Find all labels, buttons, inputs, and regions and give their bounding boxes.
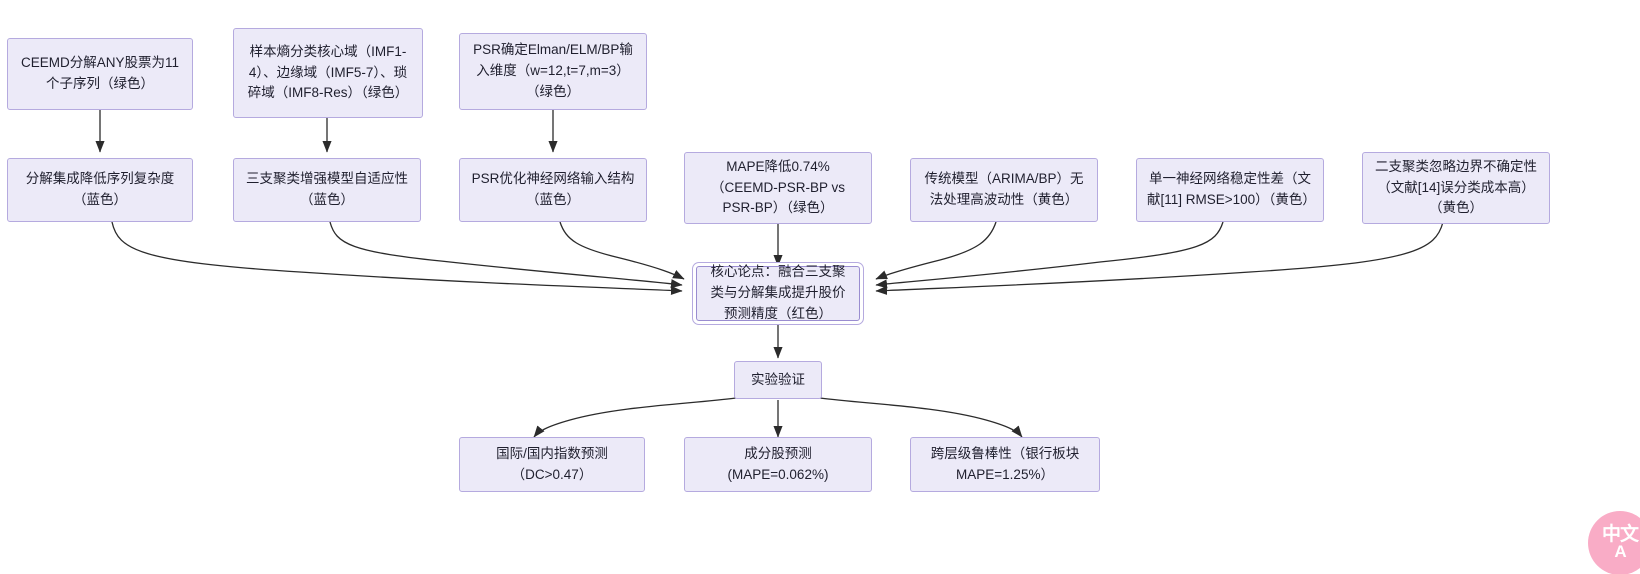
translate-watermark-icon[interactable]: 中文 A <box>1588 511 1640 574</box>
node-label: 跨层级鲁棒性（银行板块MAPE=1.25%） <box>930 445 1080 482</box>
node-index-forecast[interactable]: 国际/国内指数预测（DC>0.47） <box>459 437 645 492</box>
node-label: 传统模型（ARIMA/BP）无法处理高波动性（黄色） <box>924 171 1084 207</box>
watermark-glyphs: 中文 A <box>1601 524 1639 561</box>
node-label: 成分股预测(MAPE=0.062%) <box>727 445 829 482</box>
node-label: 国际/国内指数预测（DC>0.47） <box>496 445 608 482</box>
node-cross-level-robustness[interactable]: 跨层级鲁棒性（银行板块MAPE=1.25%） <box>910 437 1100 492</box>
edge-validation-to-robustness <box>819 397 1023 438</box>
node-reduce-complexity[interactable]: 分解集成降低序列复杂度（蓝色） <box>7 158 193 222</box>
node-label: 三支聚类增强模型自适应性（蓝色） <box>246 171 408 207</box>
node-mape-drop[interactable]: MAPE降低0.74%（CEEMD-PSR-BP vs PSR-BP）（绿色） <box>684 152 872 224</box>
node-label: 二支聚类忽略边界不确定性（文献[14]误分类成本高）（黄色） <box>1375 158 1537 216</box>
node-label: 单一神经网络稳定性差（文献[11] RMSE>100）（黄色） <box>1147 171 1316 207</box>
edge-twoway-to-core <box>875 221 1444 295</box>
node-label: 分解集成降低序列复杂度（蓝色） <box>25 171 175 207</box>
node-core-thesis[interactable]: 核心论点：融合三支聚类与分解集成提升股价预测精度（红色） <box>696 264 860 321</box>
edge-singlenn-to-core <box>875 221 1224 289</box>
node-label: 样本熵分类核心域（IMF1-4）、边缘域（IMF5-7）、琐碎域（IMF8-Re… <box>247 43 409 101</box>
edge-traditional-to-core <box>875 221 997 280</box>
watermark-line1: 中文 <box>1601 524 1639 546</box>
node-two-way-cluster-limit[interactable]: 二支聚类忽略边界不确定性（文献[14]误分类成本高）（黄色） <box>1362 152 1550 224</box>
node-three-way-adaptive[interactable]: 三支聚类增强模型自适应性（蓝色） <box>233 158 421 222</box>
node-label: MAPE降低0.74%（CEEMD-PSR-BP vs PSR-BP）（绿色） <box>710 158 846 216</box>
node-sample-entropy[interactable]: 样本熵分类核心域（IMF1-4）、边缘域（IMF5-7）、琐碎域（IMF8-Re… <box>233 28 423 118</box>
node-psr-optimize[interactable]: PSR优化神经网络输入结构（蓝色） <box>459 158 647 222</box>
node-label: PSR确定Elman/ELM/BP输入维度（w=12,t=7,m=3）（绿色） <box>473 42 633 99</box>
node-label: PSR优化神经网络输入结构（蓝色） <box>471 171 635 207</box>
edge-validation-to-index <box>533 397 737 438</box>
node-label: 实验验证 <box>751 371 805 387</box>
node-label: 核心论点：融合三支聚类与分解集成提升股价预测精度（红色） <box>710 264 846 321</box>
node-constituent-forecast[interactable]: 成分股预测(MAPE=0.062%) <box>684 437 872 492</box>
node-single-nn-unstable[interactable]: 单一神经网络稳定性差（文献[11] RMSE>100）（黄色） <box>1136 158 1324 222</box>
edge-complexity-to-core <box>111 221 683 296</box>
node-ceemd-decompose[interactable]: CEEMD分解ANY股票为11个子序列（绿色） <box>7 38 193 110</box>
node-psr-input-dim[interactable]: PSR确定Elman/ELM/BP输入维度（w=12,t=7,m=3）（绿色） <box>459 33 647 110</box>
node-experiment-validation[interactable]: 实验验证 <box>734 361 822 399</box>
edge-adaptive-to-core <box>329 221 683 289</box>
node-label: CEEMD分解ANY股票为11个子序列（绿色） <box>20 55 180 91</box>
watermark-line2: A <box>1614 541 1626 561</box>
edge-structure-to-core <box>559 221 685 280</box>
node-traditional-model-limit[interactable]: 传统模型（ARIMA/BP）无法处理高波动性（黄色） <box>910 158 1098 222</box>
